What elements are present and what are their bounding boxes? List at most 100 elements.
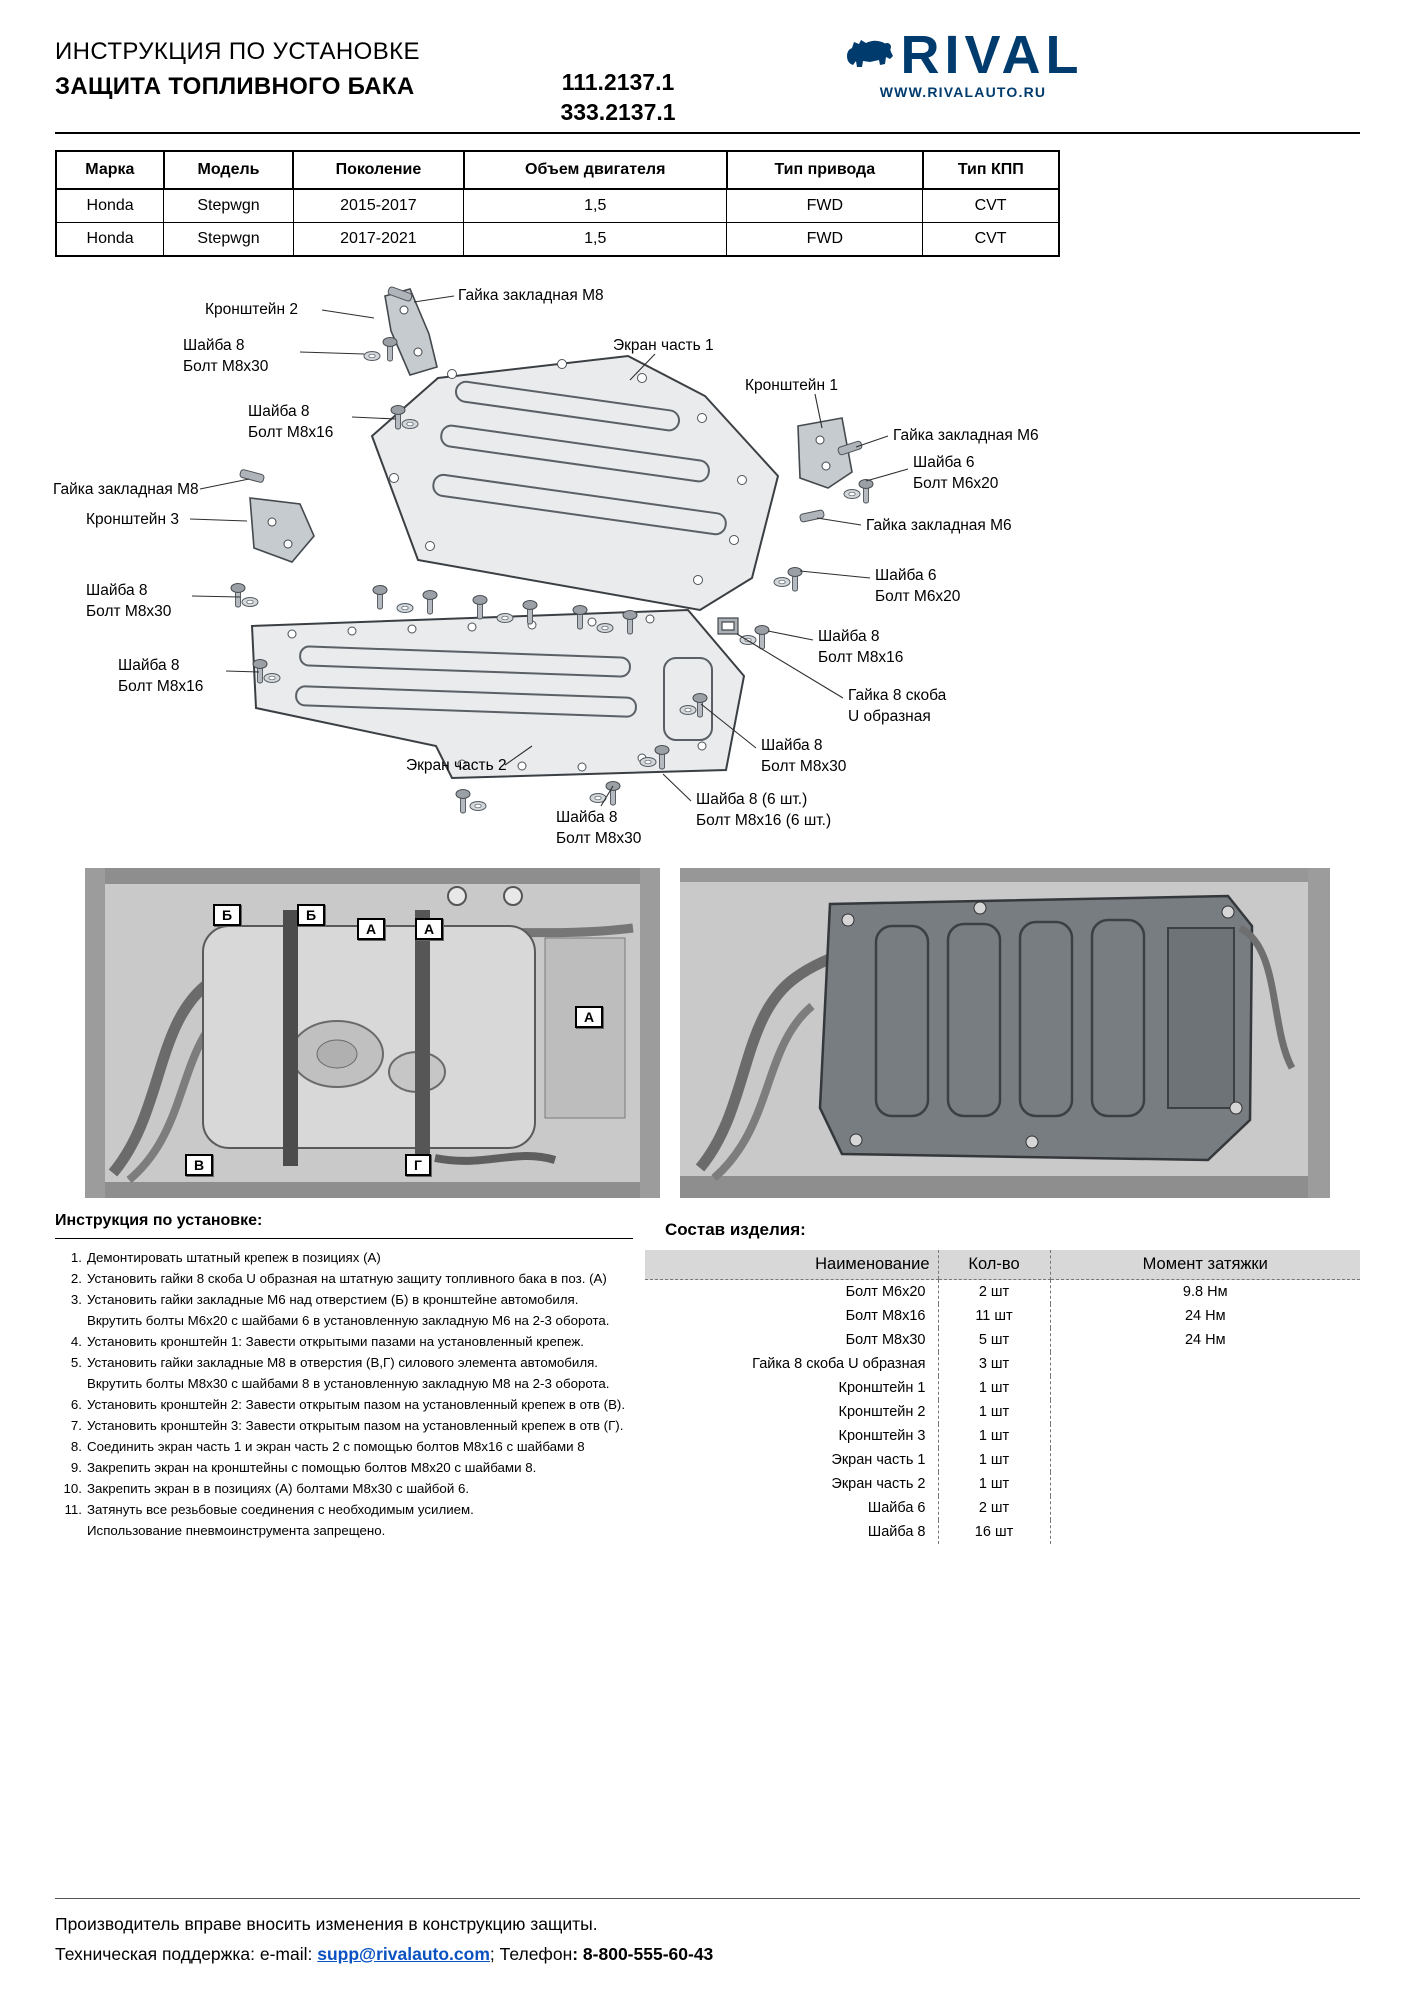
- vehicle-cell: 2017-2021: [292, 222, 465, 257]
- parts-cell: 1 шт: [937, 1472, 1051, 1497]
- vehicle-col-header: Тип привода: [725, 150, 924, 190]
- photo-right-sketch: [680, 868, 1330, 1198]
- instruction-step-number: 11.: [64, 1502, 83, 1517]
- parts-cell: [1050, 1400, 1360, 1424]
- parts-cell: [1050, 1424, 1360, 1448]
- vehicle-cell: Honda: [55, 188, 165, 223]
- support-prefix: Техническая поддержка: e-mail:: [55, 1944, 318, 1964]
- parts-cell: Болт М8х30: [845, 1331, 926, 1348]
- instruction-step-text: Соединить экран часть 1 и экран часть 2 …: [87, 1439, 585, 1454]
- doc-title-line1: ИНСТРУКЦИЯ ПО УСТАНОВКЕ: [55, 38, 420, 65]
- footer-divider: [55, 1898, 1360, 1899]
- parts-cell: [1050, 1376, 1360, 1400]
- shield-part-2-shape: [250, 608, 746, 780]
- diagram-label: Шайба 8 (6 шт.)Болт М8х16 (6 шт.): [696, 791, 832, 829]
- instruction-step: 5.Установить гайки закладные М8 в отверс…: [55, 1352, 633, 1373]
- vehicle-cell: Honda: [55, 222, 165, 257]
- instruction-step-number: 2.: [70, 1271, 82, 1286]
- support-email-link[interactable]: supp@rivalauto.com: [317, 1944, 490, 1964]
- instruction-step: 4.Установить кронштейн 1: Завести открыт…: [55, 1331, 633, 1352]
- parts-cell: Кронштейн 3: [838, 1427, 926, 1444]
- vehicle-cell: Stepwgn: [163, 222, 294, 257]
- instructions-title: Инструкция по установке:: [55, 1212, 263, 1229]
- shield-part-1-shape: [370, 354, 780, 612]
- header: ИНСТРУКЦИЯ ПО УСТАНОВКЕ ЗАЩИТА ТОПЛИВНОГ…: [55, 28, 1360, 130]
- parts-cell: 5 шт: [937, 1328, 1051, 1353]
- footer-disclaimer: Производитель вправе вносить изменения в…: [55, 1914, 598, 1934]
- instruction-step: 2.Установить гайки 8 скоба U образная на…: [55, 1268, 633, 1289]
- parts-header-row: Наименование Кол-во Момент затяжки: [645, 1250, 1360, 1280]
- part-numbers: 111.2137.1 333.2137.1: [487, 68, 749, 128]
- instruction-step-text: Закрепить экран в в позициях (А) болтами…: [87, 1481, 470, 1496]
- instruction-step: Использование пневмоинструмента запрещен…: [55, 1520, 633, 1541]
- parts-col-qty: Кол-во: [937, 1250, 1051, 1280]
- instruction-step-number: 4.: [70, 1334, 82, 1349]
- install-instructions: Инструкция по установке: 1.Демонтировать…: [55, 1212, 633, 1541]
- instruction-step-number: [55, 1310, 87, 1331]
- vehicle-cell: 2015-2017: [292, 188, 465, 223]
- instruction-step-number: 9.: [70, 1460, 82, 1475]
- photo-marker: Б: [297, 904, 326, 926]
- instruction-step-text: Затянуть все резьбовые соединения с необ…: [87, 1502, 474, 1517]
- parts-title: Состав изделия:: [665, 1220, 806, 1239]
- parts-cell: 1 шт: [937, 1400, 1051, 1425]
- parts-cell: 9.8 Нм: [1182, 1284, 1228, 1300]
- support-separator: ; Телефон: [489, 1944, 573, 1964]
- diagram-label: Гайка закладная М6: [893, 427, 1039, 444]
- instruction-step: Вкрутить болты М6х20 с шайбами 6 в устан…: [55, 1310, 633, 1331]
- parts-cell: Шайба 6: [867, 1499, 926, 1516]
- bracket-3-shape: [249, 497, 315, 563]
- vehicle-col-header: Модель: [162, 150, 295, 190]
- diagram-label: Гайка закладная М8: [53, 481, 199, 498]
- parts-col-torque: Момент затяжки: [1050, 1250, 1360, 1280]
- diagram-label: Кронштейн 3: [86, 511, 179, 528]
- instruction-step-text: Установить кронштейн 3: Завести открытым…: [87, 1418, 624, 1433]
- header-divider: [55, 132, 1360, 134]
- vehicle-col-header: Поколение: [292, 150, 465, 190]
- instruction-step: 10.Закрепить экран в в позициях (А) болт…: [55, 1478, 633, 1499]
- parts-table: Наименование Кол-во Момент затяжки Болт …: [645, 1250, 1360, 1545]
- brand-website[interactable]: WWW.RIVALAUTO.RU: [879, 84, 1047, 100]
- vehicle-cell: CVT: [922, 222, 1061, 257]
- parts-cell: 1 шт: [937, 1424, 1051, 1449]
- instruction-step-number: [55, 1520, 87, 1541]
- diagram-label: Экран часть 2: [406, 757, 507, 774]
- brand-logo: RIVAL WWW.RIVALAUTO.RU: [813, 28, 1113, 100]
- bracket-2-shape: [384, 288, 438, 376]
- photo-marker: А: [415, 918, 444, 940]
- footer-support: Техническая поддержка: e-mail: supp@riva…: [55, 1944, 1360, 1965]
- parts-cell: [1050, 1520, 1360, 1544]
- parts-cell: 24 Нм: [1184, 1308, 1226, 1325]
- photo-marker: А: [357, 918, 386, 940]
- vehicle-col-header: Объем двигателя: [462, 150, 728, 190]
- instruction-step-number: 6.: [70, 1397, 82, 1412]
- vehicle-cell: FWD: [726, 222, 924, 257]
- support-phone: : 8-800-555-60-43: [572, 1944, 714, 1964]
- instruction-step-text: Закрепить экран на кронштейны с помощью …: [87, 1460, 537, 1475]
- vehicle-cell: Stepwgn: [163, 188, 294, 223]
- parts-row: Кронштейн 3 1 шт: [645, 1424, 1360, 1449]
- instruction-step-text: Установить гайки закладные М8 в отверсти…: [87, 1355, 598, 1370]
- instruction-step: 8.Соединить экран часть 1 и экран часть …: [55, 1436, 633, 1457]
- vehicle-col-header: Тип КПП: [921, 150, 1061, 190]
- photo-marker: Г: [405, 1154, 431, 1176]
- instruction-step: 6.Установить кронштейн 2: Завести открыт…: [55, 1394, 633, 1415]
